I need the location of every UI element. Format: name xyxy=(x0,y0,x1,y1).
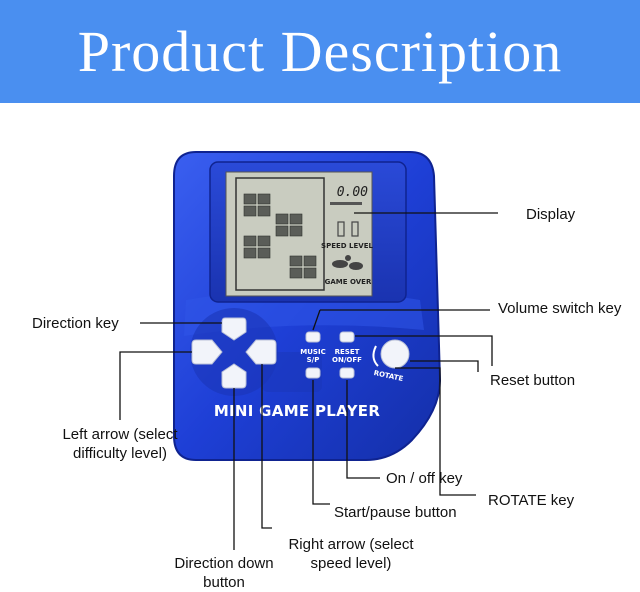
lcd-game-over: GAME OVER xyxy=(325,278,372,286)
label-rotate-key: ROTATE key xyxy=(488,492,575,509)
label-display: Display xyxy=(526,206,576,223)
label-direction-down-line2: button xyxy=(203,574,245,591)
direction-right-key[interactable] xyxy=(245,339,277,365)
circuit-detail xyxy=(262,352,322,392)
reset-label-line1: RESET xyxy=(335,348,360,356)
leader-on-off xyxy=(346,380,380,479)
label-left-arrow-line2: difficulty level) xyxy=(73,445,167,462)
direction-up-key[interactable] xyxy=(221,317,247,341)
page-title: Product Description xyxy=(77,19,563,84)
label-left-arrow-line1: Left arrow (select xyxy=(62,426,178,443)
label-start-pause-button: Start/pause button xyxy=(334,504,457,521)
lcd-score: 0.00 xyxy=(337,185,368,200)
label-right-arrow-line1: Right arrow (select xyxy=(288,536,414,553)
label-right-arrow: Right arrow (select speed level) xyxy=(266,535,436,573)
rotate-arrow-icon xyxy=(372,345,379,367)
leader-start-pause xyxy=(312,380,330,505)
music-label-line1: MUSIC xyxy=(300,348,325,356)
lcd-speed-level: SPEED LEVEL xyxy=(321,242,373,250)
start-pause-button[interactable] xyxy=(305,367,321,379)
lcd-blocks xyxy=(243,193,317,279)
leader-reset-circle xyxy=(410,360,479,372)
leader-left-arrow xyxy=(119,351,192,420)
reset-on-off-button-top[interactable] xyxy=(339,331,355,343)
leader-volume-switch-drop xyxy=(312,309,321,331)
device-brand: MINI GAME PLAYER xyxy=(214,402,381,420)
lcd-digits-left xyxy=(337,221,345,237)
direction-left-key[interactable] xyxy=(191,339,223,365)
label-direction-down-button: Direction down button xyxy=(160,554,288,592)
label-direction-key: Direction key xyxy=(32,315,119,332)
dpad-recess xyxy=(190,308,278,396)
music-label-line2: S/P xyxy=(307,356,320,364)
label-left-arrow: Left arrow (select difficulty level) xyxy=(36,425,204,463)
volume-switch-key[interactable] xyxy=(305,331,321,343)
rotate-key[interactable] xyxy=(380,339,410,369)
label-reset-button: Reset button xyxy=(490,372,576,389)
lcd-digits-right xyxy=(351,221,359,237)
label-volume-switch-key: Volume switch key xyxy=(498,300,622,317)
label-direction-down-line1: Direction down xyxy=(174,555,274,572)
lcd-playfield xyxy=(235,177,325,291)
leader-rotate xyxy=(395,367,476,496)
title-banner xyxy=(0,0,640,103)
leader-lines xyxy=(119,212,498,550)
reset-label-line2: ON/OFF xyxy=(332,356,362,364)
label-on-off-key: On / off key xyxy=(386,470,463,487)
lcd-rider-graphic xyxy=(332,255,363,270)
on-off-key[interactable] xyxy=(339,367,355,379)
label-right-arrow-line2: speed level) xyxy=(310,555,392,572)
leader-right-arrow xyxy=(261,364,272,529)
direction-down-key[interactable] xyxy=(221,363,247,389)
leader-reset-button xyxy=(355,335,493,366)
lcd-hiscore-marker xyxy=(330,202,362,205)
